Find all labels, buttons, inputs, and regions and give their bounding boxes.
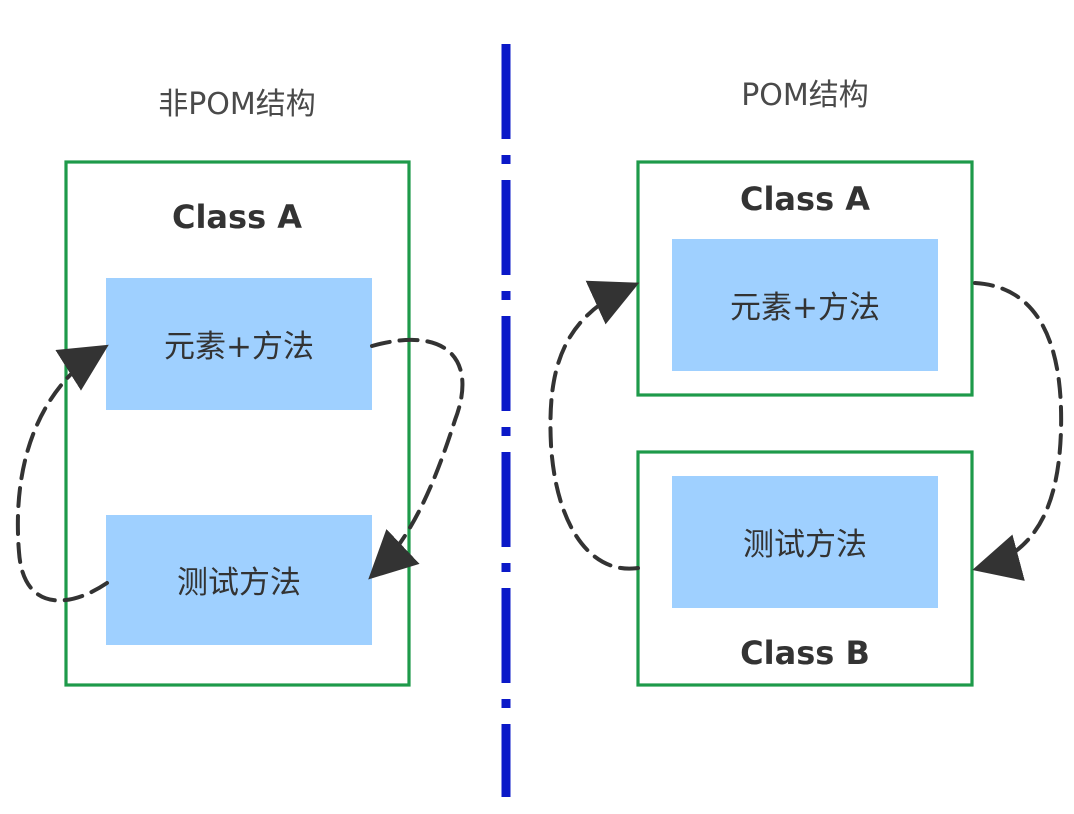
left-test-methods-label: 测试方法 <box>177 565 301 601</box>
left-elements-methods-box <box>106 278 372 410</box>
right-section-title: POM结构 <box>741 78 869 113</box>
left-upward-dependency-arrow <box>15 344 109 603</box>
right-elements-methods-label: 元素+方法 <box>730 290 880 326</box>
right-section: POM结构 Class A 元素+方法 测试方法 Class B <box>548 78 1064 687</box>
right-upward-dependency-arrow <box>548 280 640 571</box>
left-elements-methods-label: 元素+方法 <box>164 329 314 365</box>
left-class-a-title: Class A <box>172 198 302 236</box>
right-test-methods-box <box>672 476 938 608</box>
left-section-title: 非POM结构 <box>158 87 316 122</box>
right-class-a-title: Class A <box>740 180 870 218</box>
right-test-methods-label: 测试方法 <box>743 527 867 563</box>
right-downward-dependency-arrow <box>972 281 1064 581</box>
left-section: 非POM结构 Class A 元素+方法 测试方法 <box>15 87 465 687</box>
right-class-b-title: Class B <box>740 634 870 672</box>
right-elements-methods-box <box>672 239 938 371</box>
left-downward-dependency-arrow <box>368 337 465 580</box>
left-test-methods-box <box>106 515 372 645</box>
